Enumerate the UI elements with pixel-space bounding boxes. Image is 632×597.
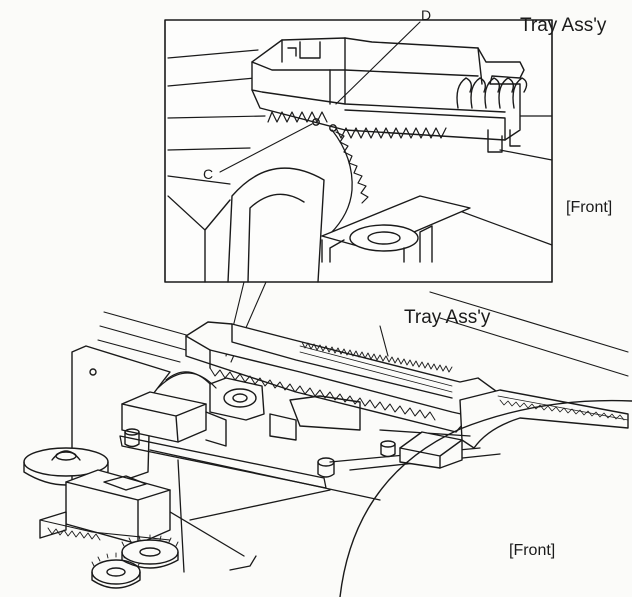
tray-extension-right [459, 389, 629, 449]
leader-tray-mid [379, 325, 389, 357]
roller-housing [157, 371, 265, 421]
inset-arc-housing [204, 167, 325, 283]
motor-block [39, 469, 171, 545]
main-rails [97, 291, 629, 377]
label-tray-assy-mid: Tray Ass'y [404, 307, 491, 328]
leader-d [335, 21, 421, 105]
label-tray-assy-top: Tray Ass'y [520, 15, 607, 36]
main-mechanism [23, 291, 632, 597]
detail-inset [164, 19, 553, 283]
right-bracket [269, 395, 463, 469]
label-front-top: [Front] [566, 199, 613, 216]
large-disc [339, 399, 632, 597]
main-tray-assembly [185, 321, 501, 433]
block-unit [121, 391, 227, 447]
inset-tray-body [251, 37, 528, 153]
support-knobs [124, 428, 396, 478]
inset-gear-rack [267, 111, 447, 235]
drive-gears [91, 534, 179, 589]
label-d: D [421, 7, 432, 23]
label-front-bottom: [Front] [509, 542, 556, 559]
inset-markers [219, 21, 421, 173]
inset-roller [321, 195, 471, 263]
label-c: C [203, 166, 214, 182]
leader-c [219, 123, 313, 173]
chassis-hole [89, 368, 97, 376]
